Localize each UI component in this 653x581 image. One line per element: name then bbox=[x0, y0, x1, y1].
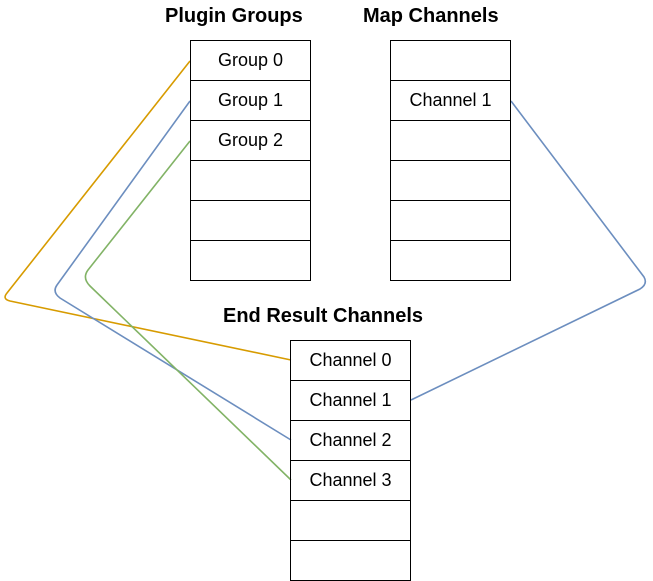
map-channel-cell: Channel 1 bbox=[391, 81, 510, 121]
map-channels-table: Channel 1 bbox=[390, 40, 511, 281]
end-result-channels-table: Channel 0 Channel 1 Channel 2 Channel 3 bbox=[290, 340, 411, 581]
map-channel-cell bbox=[391, 41, 510, 81]
plugin-groups-title: Plugin Groups bbox=[165, 5, 303, 27]
end-result-channel-cell bbox=[291, 501, 410, 541]
end-result-channel-cell: Channel 2 bbox=[291, 421, 410, 461]
plugin-group-cell bbox=[191, 241, 310, 281]
end-result-channel-cell: Channel 1 bbox=[291, 381, 410, 421]
end-result-channel-cell: Channel 0 bbox=[291, 341, 410, 381]
plugin-groups-table: Group 0 Group 1 Group 2 bbox=[190, 40, 311, 281]
end-result-channels-title: End Result Channels bbox=[223, 305, 424, 327]
plugin-group-cell: Group 2 bbox=[191, 121, 310, 161]
map-channel-cell bbox=[391, 201, 510, 241]
plugin-group-cell: Group 0 bbox=[191, 41, 310, 81]
plugin-group-cell bbox=[191, 201, 310, 241]
map-channels-title: Map Channels bbox=[363, 5, 499, 27]
map-channel-cell bbox=[391, 161, 510, 201]
connection-group0-channel0 bbox=[4, 60, 292, 361]
plugin-group-cell: Group 1 bbox=[191, 81, 310, 121]
connection-group2-channel3 bbox=[84, 140, 292, 481]
connection-group1-channel2 bbox=[54, 100, 292, 441]
end-result-channel-cell: Channel 3 bbox=[291, 461, 410, 501]
map-channel-cell bbox=[391, 121, 510, 161]
plugin-group-cell bbox=[191, 161, 310, 201]
map-channel-cell bbox=[391, 241, 510, 281]
connection-map1-channel1 bbox=[410, 100, 647, 401]
end-result-channel-cell bbox=[291, 541, 410, 581]
